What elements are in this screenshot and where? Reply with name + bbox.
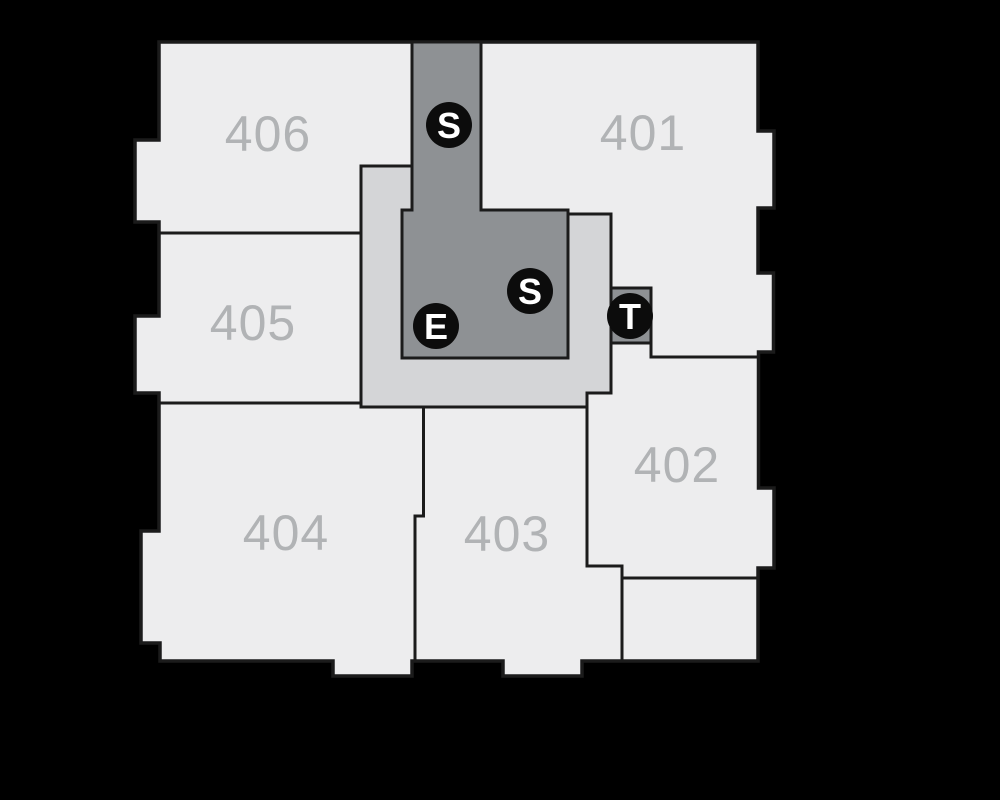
stairs-core-badge-letter: S	[518, 271, 542, 312]
trash-badge: T	[607, 293, 653, 339]
unit-label-401: 401	[600, 105, 686, 161]
unit-label-402: 402	[634, 437, 720, 493]
elevator-badge: E	[413, 303, 459, 349]
wall-404-403	[413, 407, 425, 661]
unit-label-404: 404	[243, 505, 329, 561]
unit-label-403: 403	[464, 506, 550, 562]
unit-label-405: 405	[210, 295, 296, 351]
elevator-badge-letter: E	[424, 306, 448, 347]
unlabeled-room-region	[622, 578, 758, 661]
unit-label-406: 406	[225, 106, 311, 162]
stairs-top-badge-circle	[426, 102, 472, 148]
trash-badge-circle	[607, 293, 653, 339]
trash-badge-letter: T	[619, 296, 641, 337]
stairs-core-badge: S	[507, 268, 553, 314]
stairs-core-badge-circle	[507, 268, 553, 314]
elevator-badge-circle	[413, 303, 459, 349]
stairs-top-badge-letter: S	[437, 105, 461, 146]
stairs-top-badge: S	[426, 102, 472, 148]
wall-403-402	[585, 407, 624, 661]
